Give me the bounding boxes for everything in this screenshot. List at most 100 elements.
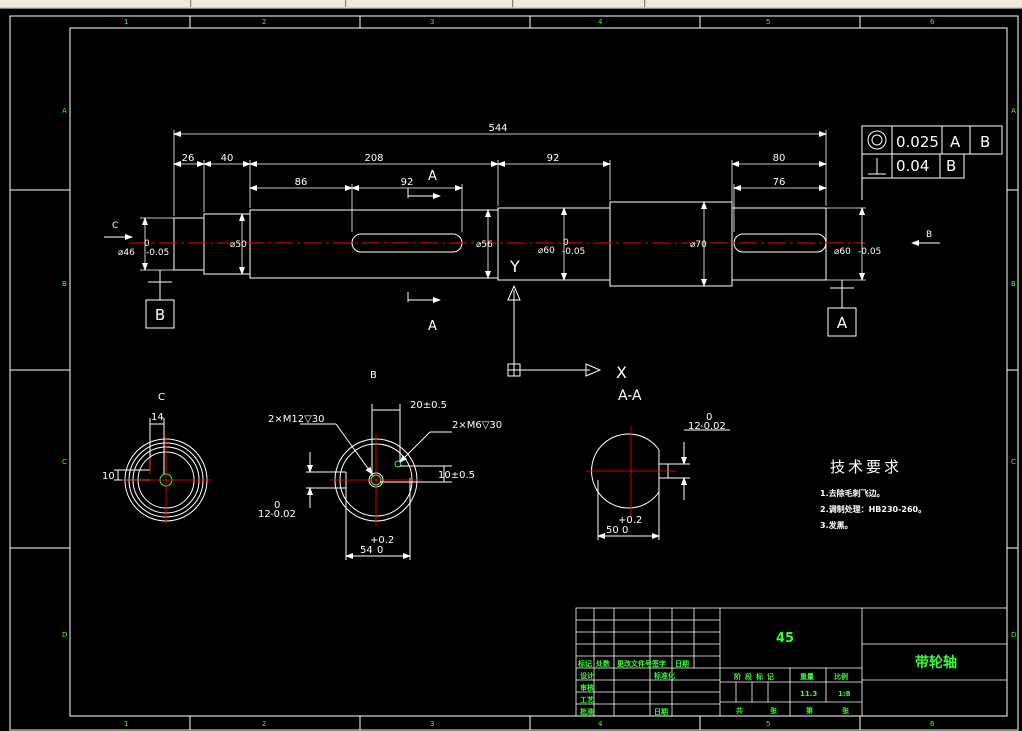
title-col-count: 处数 [595, 659, 611, 668]
sheet-total-prefix: 共 [736, 706, 743, 715]
tolerance-frame-values: 0.025 A B 0.04 B [896, 133, 990, 175]
view-b-dim-12: 12 [258, 509, 271, 520]
section-a-a-view[interactable] [591, 429, 730, 540]
tech-req-item-2: 2.调制处理：HB230-260。 [820, 504, 926, 514]
ucs-axis-y: Y [509, 257, 520, 276]
zone-label-top-4: 4 [598, 18, 603, 26]
zone-label-bottom-4: 4 [598, 720, 603, 728]
sheet-number-prefix: 第 [806, 706, 813, 715]
toolbar-segment[interactable] [646, 0, 1022, 7]
view-b-dim-10: 10±0.5 [438, 470, 475, 481]
dim-dia-60-right: ⌀60 [834, 247, 851, 257]
section-letters: A A [428, 169, 437, 334]
standardization-label: 标准化 [653, 671, 675, 680]
view-c-centerlines [122, 436, 212, 524]
zone-label-left-D: D [62, 631, 67, 639]
toolbar-segment[interactable] [347, 0, 513, 7]
zone-label-top-3: 3 [430, 18, 434, 26]
diameter-dimension-values: ⌀46 0 -0.05 ⌀50 ⌀56 ⌀60 0 -0.05 ⌀70 ⌀60 … [118, 238, 881, 258]
toolbar-segment[interactable] [514, 0, 645, 7]
stage-mark-label: 阶段标记 [734, 672, 778, 681]
dim-208: 208 [364, 153, 383, 164]
view-b-dim-12-tol-lower: -0.02 [270, 509, 296, 520]
title-col-sign: 签字 [651, 659, 666, 668]
dim-92-b: 92 [547, 153, 560, 164]
row-design: 设计 [580, 671, 594, 680]
datum-b: B [155, 306, 165, 324]
aa-dim-50-tol-lower: 0 [622, 525, 628, 536]
tol-datum-b-2: B [946, 157, 956, 175]
zone-label-bottom-3: 3 [430, 720, 434, 728]
section-a-a-title: A-A [618, 388, 642, 404]
dim-dia-46: ⌀46 [118, 248, 135, 258]
dim-80: 80 [773, 153, 786, 164]
geometric-tolerance-frame [861, 125, 1003, 200]
view-arrow-c-label: C [112, 221, 118, 231]
title-col-date: 日期 [675, 659, 689, 668]
zone-label-bottom-2: 2 [262, 720, 266, 728]
drawing-canvas[interactable]: 1 2 3 4 5 6 1 2 3 4 5 6 A B C D A B C D [0, 9, 1022, 731]
zone-label-top-2: 2 [262, 18, 266, 26]
datum-a: A [837, 314, 848, 332]
section-label-a-bottom: A [428, 319, 437, 334]
sheet-total-suffix: 张 [770, 706, 778, 715]
zone-label-top-1: 1 [124, 18, 128, 26]
aa-dim-12: 12 [688, 421, 701, 432]
section-a-markers [407, 188, 441, 303]
dim-dia-60-right-tol-lower: -0.05 [858, 247, 881, 257]
tech-req-title: 技术要求 [830, 458, 902, 476]
dim-26: 26 [182, 153, 195, 164]
dim-40: 40 [221, 153, 234, 164]
approval-date-label: 日期 [654, 707, 668, 716]
title-block [575, 607, 1008, 717]
dim-dia-60-left: ⌀60 [538, 246, 555, 256]
zone-label-right-C: C [1011, 458, 1016, 466]
view-c[interactable] [114, 418, 208, 522]
toolbar-segment[interactable] [192, 0, 346, 7]
aa-dim-50-tol-upper: +0.2 [618, 515, 642, 526]
shaft-main-view[interactable] [173, 201, 827, 287]
zone-label-right-D: D [1011, 631, 1016, 639]
zone-label-left-B: B [62, 280, 67, 288]
dim-dia-70: ⌀70 [690, 240, 707, 250]
horizontal-dimensions [173, 130, 827, 232]
view-arrow-b-label: B [926, 230, 932, 240]
view-b-m6-callout: 2×M6▽30 [452, 420, 502, 431]
zone-label-bottom-1: 1 [124, 720, 128, 728]
application-toolbar-strip [0, 0, 1022, 9]
dim-dia-50: ⌀50 [230, 240, 247, 250]
technical-requirements: 技术要求 1.去除毛刺飞边。 2.调制处理：HB230-260。 3.发黑。 [820, 458, 926, 530]
tech-req-item-3: 3.发黑。 [820, 520, 853, 530]
section-a-a-text: A-A 0 12 -0.02 +0.2 50 0 [606, 388, 726, 536]
zone-label-right-A: A [1011, 107, 1016, 115]
aa-dim-12-tol-upper: 0 [706, 412, 712, 423]
view-arrows [104, 234, 940, 246]
dim-92-a: 92 [401, 177, 414, 188]
tech-req-item-1: 1.去除毛刺飞边。 [820, 488, 885, 498]
dim-total-length: 544 [488, 123, 507, 134]
view-arrow-labels: C B [112, 221, 932, 240]
drawing-frame [9, 15, 1019, 731]
material-value: 45 [776, 631, 794, 646]
dim-dia-46-tol-lower: -0.05 [146, 248, 169, 258]
view-b-centerlines [330, 434, 422, 526]
row-process: 工艺 [580, 695, 594, 704]
zone-label-bottom-6: 6 [930, 720, 935, 728]
ucs-axis-labels: Y X [509, 257, 627, 382]
title-block-text: 45 带轮轴 标记 处数 更改文件号 签字 日期 设计 审核 工艺 批准 标准化… [577, 631, 957, 716]
zone-label-left-A: A [62, 107, 67, 115]
view-b-title: B [370, 370, 377, 381]
toolbar-segment[interactable] [0, 0, 191, 7]
dim-dia-60-left-tol-upper: 0 [563, 238, 569, 248]
section-a-a-centerlines [586, 426, 676, 516]
datum-features [145, 270, 857, 337]
view-c-text: C 14 10 [102, 392, 165, 482]
aa-dim-50: 50 [606, 525, 619, 536]
view-c-dim-14: 14 [151, 412, 164, 423]
diameter-dimension-lines [140, 201, 866, 287]
datum-letters: B A [155, 306, 848, 332]
title-col-change-doc: 更改文件号 [617, 659, 652, 668]
view-b-dim-54-tol-lower: 0 [377, 545, 383, 556]
ucs-axis-x: X [616, 363, 627, 382]
row-review: 审核 [580, 683, 594, 692]
